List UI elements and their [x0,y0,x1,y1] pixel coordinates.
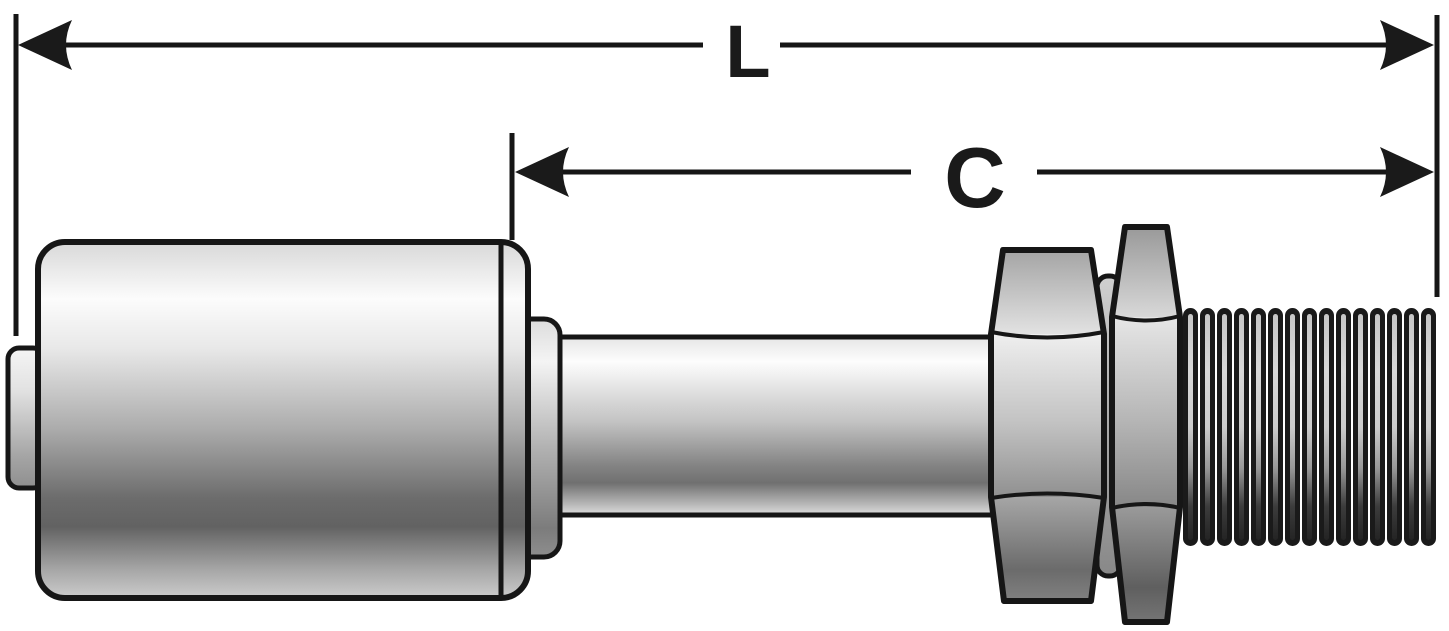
dimension-c: C [509,131,1434,240]
lock-nut-upper-chamfer-line [1111,314,1181,323]
c-arrowhead-left-icon [515,147,569,197]
hex-nut [988,247,1107,604]
hex-nut-upper-chamfer-line [990,330,1105,340]
thread-highlight [1222,314,1227,540]
thread-highlight [1307,314,1312,540]
dimension-l: L [13,10,1440,336]
crimp-shell [35,239,531,601]
l-arrowhead-right-icon [1380,20,1434,70]
thread-highlight [1290,314,1295,540]
hex-nut-lower-chamfer-line [990,491,1105,500]
l-arrowhead-left-icon [18,20,72,70]
thread-highlight [1375,314,1380,540]
thread-highlight [1426,314,1431,540]
hex-nut-middle-facet [991,334,1104,497]
thread-highlight [1205,314,1210,540]
thread-highlight [1341,314,1346,540]
thread-group [1183,308,1436,546]
thread-highlight [1188,314,1193,540]
fitting-body [5,224,1436,625]
hex-nut-outline [988,247,1107,604]
lock-nut [1109,224,1183,625]
hex-nut-bottom-facet [991,497,1104,601]
thread-highlight [1409,314,1414,540]
lock-nut-bottom-facet [1112,507,1180,622]
thread-highlight [1273,314,1278,540]
thread-highlight [1358,314,1363,540]
thread-highlight [1392,314,1397,540]
lock-nut-outline [1109,224,1183,625]
lock-nut-lower-chamfer-line [1111,502,1181,510]
c-arrowhead-right-icon [1380,147,1434,197]
tube-shank [542,334,1003,518]
lock-nut-top-facet [1112,227,1180,317]
lock-nut-middle-facet [1112,317,1180,507]
c-dimension-label: C [944,131,1005,226]
thread-highlight [1256,314,1261,540]
l-dimension-label: L [725,10,770,93]
hex-nut-top-facet [991,250,1104,334]
thread-highlight [1324,314,1329,540]
thread-highlight [1239,314,1244,540]
